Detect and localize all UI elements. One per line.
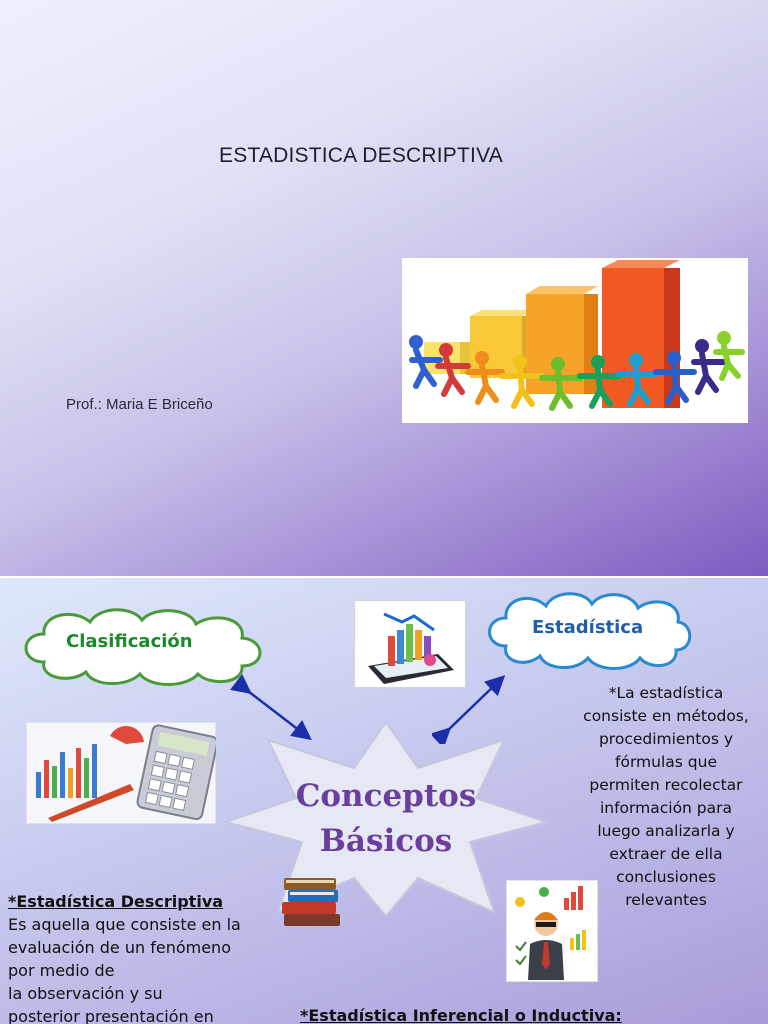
inferencial-heading: *Estadística Inferencial o Inductiva: <box>300 1006 622 1024</box>
center-star-label: Conceptos Básicos <box>222 774 550 864</box>
center-star: Conceptos Básicos <box>222 718 550 918</box>
center-label-line1: Conceptos <box>295 778 477 814</box>
definition-line: extraer de ella <box>609 845 723 863</box>
definition-line: luego analizarla y <box>597 822 735 840</box>
definition-line: información para <box>599 799 733 817</box>
descriptiva-line: Es aquella que consiste en la <box>8 915 241 934</box>
left-double-arrow <box>230 674 312 741</box>
title-slide: ESTADISTICA DESCRIPTIVA Prof.: Maria E B… <box>0 0 768 576</box>
descriptiva-body: Es aquella que consiste en la evaluación … <box>8 913 270 1024</box>
books-icon <box>278 870 346 932</box>
cloud-clasificacion-label: Clasificación <box>66 631 193 652</box>
concepts-slide: Clasificación Estadística <box>0 578 768 1024</box>
calculator-chart-image <box>25 721 219 825</box>
center-label-line2: Básicos <box>319 823 453 859</box>
definition-line: procedimientos y <box>598 730 734 748</box>
descriptiva-line: la observación y su <box>8 984 163 1003</box>
slide-divider <box>0 576 768 578</box>
definition-line: conclusiones <box>616 868 716 886</box>
right-double-arrow <box>432 675 506 744</box>
definition-line: *La estadística <box>608 684 724 702</box>
descriptiva-line: posterior presentación en <box>8 1007 214 1024</box>
descriptiva-heading: *Estadística Descriptiva <box>8 892 224 911</box>
presentation-title: ESTADISTICA DESCRIPTIVA <box>219 144 503 167</box>
businessman-icon <box>505 879 599 983</box>
cloud-estadistica: Estadística <box>480 588 692 672</box>
definition-line: fórmulas que <box>615 753 717 771</box>
definition-line: consiste en métodos, <box>583 707 749 725</box>
definition-line: permiten recolectar <box>589 776 743 794</box>
bar-chart-people-image <box>402 258 748 423</box>
cloud-clasificacion: Clasificación <box>14 604 272 688</box>
descriptiva-line: por medio de <box>8 961 115 980</box>
cloud-estadistica-label: Estadística <box>532 617 644 638</box>
author-label: Prof.: Maria E Briceño <box>66 396 213 413</box>
descriptiva-line: evaluación de un fenómeno <box>8 938 231 957</box>
descriptiva-block: *Estadística Descriptiva Es aquella que … <box>8 890 270 1024</box>
estadistica-definition: *La estadística consiste en métodos, proce… <box>572 682 760 912</box>
definition-line: relevantes <box>625 891 707 909</box>
